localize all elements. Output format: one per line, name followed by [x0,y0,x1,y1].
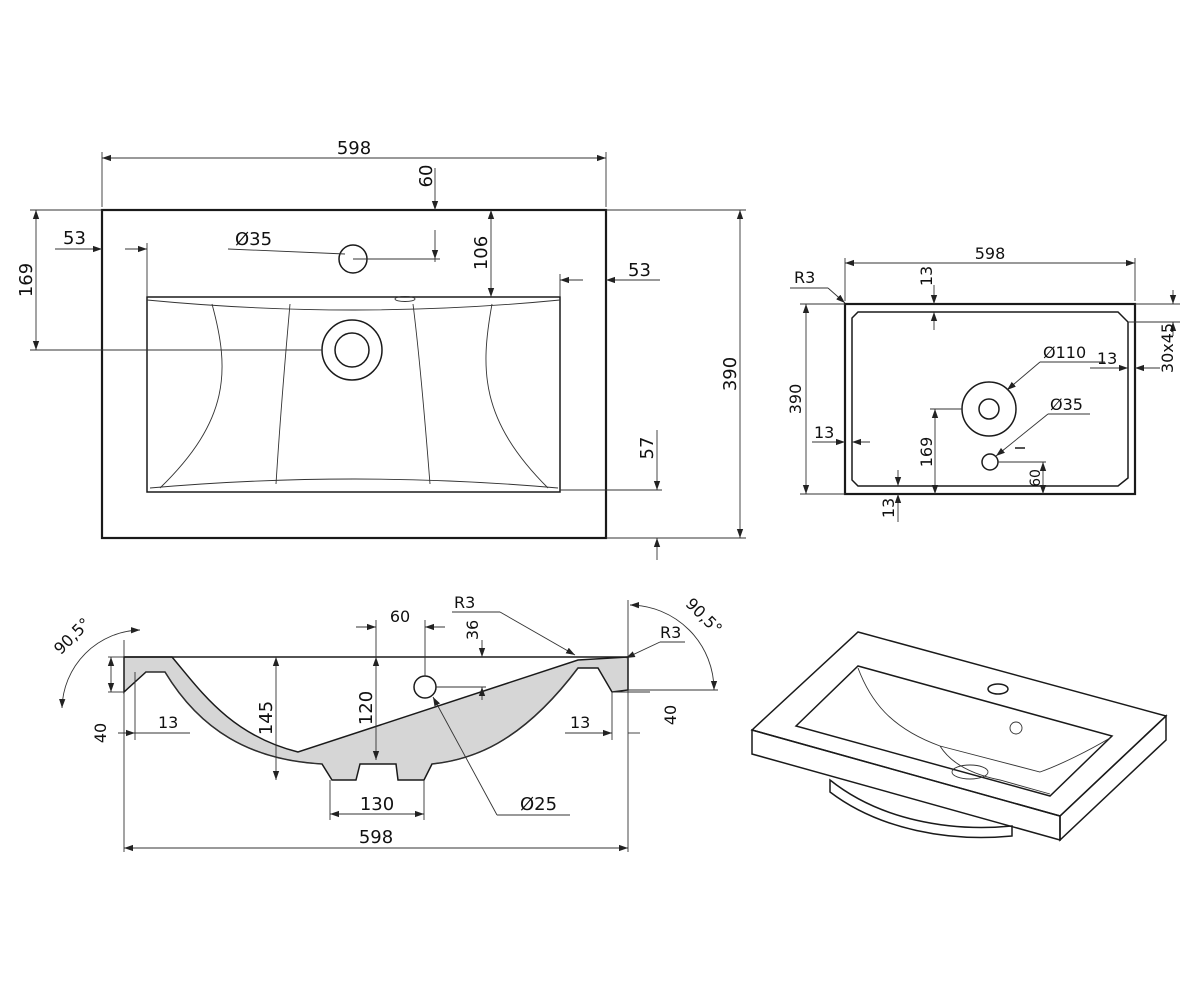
top-view-overflow-slot [394,296,416,302]
section-view: 90,5° 90,5° R3 R3 60 36 120 145 [50,593,726,852]
dim-section-overflow-depth: 120 [356,691,377,725]
iso-basin-inner [857,667,1111,795]
dim-section-total-width: 598 [359,827,393,848]
dim-under-drain-diameter: Ø110 [1043,343,1086,362]
dim-section-overflow-height: 36 [463,620,482,640]
dim-section-edge-left: 13 [158,713,178,732]
top-view: 598 60 Ø35 53 106 53 169 390 [16,138,746,560]
iso-underside-bowl [829,778,1013,839]
dim-top-hole-to-basin: 106 [471,236,492,270]
dim-top-left-border: 53 [63,228,86,249]
section-overflow-hole [413,675,437,699]
dim-under-hole-offset: 60 [1028,469,1044,487]
top-view-drain-outer [321,319,383,381]
underside-drain-outer [961,381,1017,437]
iso-overflow-hole [1009,721,1023,735]
underside-inner-rim [851,311,1129,487]
iso-slab-right [1059,714,1167,842]
underside-tap-hole [981,453,999,471]
iso-slab-front [751,729,1061,841]
dim-under-corner-radius: R3 [794,268,815,287]
iso-basin-opening [794,665,1114,797]
dim-top-hole-offset: 60 [416,165,437,188]
dim-under-drain-offset: 169 [917,437,936,468]
underside-view: 598 R3 13 30x45 13 Ø110 Ø35 390 [786,244,1180,522]
dim-top-hole-diameter: Ø35 [235,229,272,250]
top-view-drain-inner [334,332,370,368]
top-view-basin-rim [146,299,561,489]
top-view-basin [146,296,561,493]
dim-section-radius-right: R3 [660,623,681,642]
dim-top-depth: 390 [720,357,741,391]
top-view-outline [100,208,608,540]
dim-section-basin-depth: 145 [256,701,277,735]
iso-drain [951,764,989,780]
dim-section-radius-top: R3 [454,593,475,612]
dim-under-chamfer: 30x45 [1158,323,1177,373]
dim-top-right-border: 53 [628,260,651,281]
underside-drain-inner [978,398,1000,420]
dim-section-angle-right: 90,5° [682,594,726,638]
dim-top-front-border: 57 [637,437,658,460]
dim-section-edge-right: 13 [570,713,590,732]
dim-section-thickness-left: 40 [91,723,110,743]
isometric-view [750,631,1168,842]
dim-top-width: 598 [337,138,371,159]
dim-under-hole-diameter: Ø35 [1050,395,1083,414]
dim-under-depth: 390 [786,384,805,415]
dim-section-overflow-offset: 60 [390,607,410,626]
iso-tap-hole [987,683,1009,695]
dim-top-drain-offset: 169 [16,263,37,297]
dim-under-right-border: 13 [1097,349,1117,368]
dim-section-drain-width: 130 [360,794,394,815]
dim-under-left-border: 13 [814,423,834,442]
dim-under-width: 598 [975,244,1006,263]
dim-under-top-border: 13 [917,266,936,286]
top-view-basin-curves [159,303,549,489]
underside-outline [843,302,1137,496]
dim-under-bottom-border: 13 [879,498,898,518]
dim-section-overflow-diameter: Ø25 [520,794,557,815]
dim-section-thickness-right: 40 [661,705,680,725]
